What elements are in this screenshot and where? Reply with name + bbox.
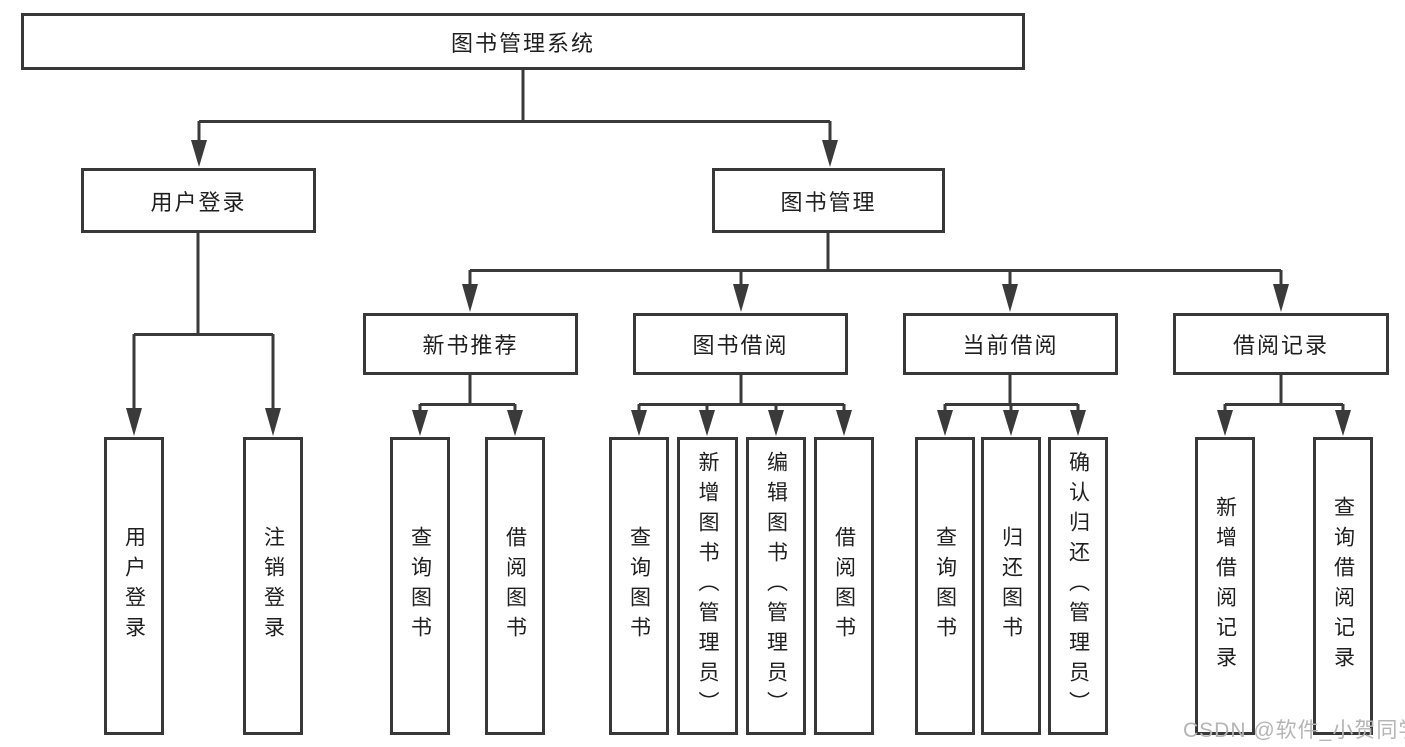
node-book-management-label: 图书管理	[780, 189, 877, 215]
leaf-confirm-return-admin: 确认归还（管理员）	[1048, 437, 1108, 735]
leaf-borrow-books-recommend: 借阅图书	[485, 437, 545, 735]
node-library-system-label: 图书管理系统	[450, 30, 595, 56]
leaf-logout-label: 注销登录	[261, 526, 285, 646]
leaf-add-borrow-record-label: 新增借阅记录	[1213, 496, 1237, 676]
leaf-borrow-books-recommend-label: 借阅图书	[503, 526, 527, 646]
leaf-query-books-recommend: 查询图书	[390, 437, 450, 735]
connector-borrow-record-children	[1217, 375, 1351, 436]
connector-user-login-children	[126, 233, 281, 436]
leaf-borrow-books-label: 借阅图书	[832, 526, 856, 646]
leaf-return-books-label: 归还图书	[999, 526, 1023, 646]
node-current-borrowing: 当前借阅	[903, 313, 1118, 375]
node-book-management: 图书管理	[712, 168, 945, 233]
connector-new-book-children	[412, 375, 523, 436]
leaf-query-borrow-record: 查询借阅记录	[1313, 437, 1373, 735]
connector-book-management-children	[462, 233, 1289, 312]
leaf-add-books-admin: 新增图书（管理员）	[677, 437, 738, 735]
leaf-query-books-recommend-label: 查询图书	[408, 526, 432, 646]
leaf-return-books: 归还图书	[981, 437, 1041, 735]
leaf-confirm-return-admin-label: 确认归还（管理员）	[1066, 451, 1090, 721]
leaf-query-books-current-label: 查询图书	[933, 526, 957, 646]
leaf-query-borrow-record-label: 查询借阅记录	[1331, 496, 1355, 676]
leaf-user-login-label: 用户登录	[122, 526, 146, 646]
leaf-add-borrow-record: 新增借阅记录	[1195, 437, 1255, 735]
node-current-borrowing-label: 当前借阅	[962, 333, 1059, 358]
leaf-add-books-admin-label: 新增图书（管理员）	[696, 451, 719, 721]
node-new-book-recommendation: 新书推荐	[363, 313, 578, 375]
leaf-query-books-current: 查询图书	[915, 437, 975, 735]
leaf-borrow-books: 借阅图书	[814, 437, 874, 735]
csdn-watermark: CSDN @软件_小贺同学	[1183, 719, 1405, 742]
node-new-book-recommendation-label: 新书推荐	[422, 333, 519, 358]
leaf-edit-books-admin: 编辑图书（管理员）	[746, 437, 806, 735]
leaf-logout: 注销登录	[243, 437, 303, 735]
node-book-borrowing: 图书借阅	[633, 313, 848, 375]
connector-root-to-level2	[191, 69, 838, 167]
node-borrowing-records-label: 借阅记录	[1232, 333, 1329, 358]
connector-current-borrow-children	[937, 375, 1086, 436]
node-user-login-label: 用户登录	[150, 189, 247, 215]
node-borrowing-records: 借阅记录	[1173, 313, 1389, 375]
node-book-borrowing-label: 图书借阅	[692, 333, 789, 358]
leaf-edit-books-admin-label: 编辑图书（管理员）	[764, 451, 788, 721]
node-user-login: 用户登录	[81, 168, 316, 233]
leaf-user-login: 用户登录	[104, 437, 164, 735]
node-library-system: 图书管理系统	[21, 13, 1025, 70]
leaf-query-books-borrow-label: 查询图书	[627, 526, 651, 646]
connector-book-borrow-children	[631, 375, 852, 436]
leaf-query-books-borrow: 查询图书	[609, 437, 669, 735]
